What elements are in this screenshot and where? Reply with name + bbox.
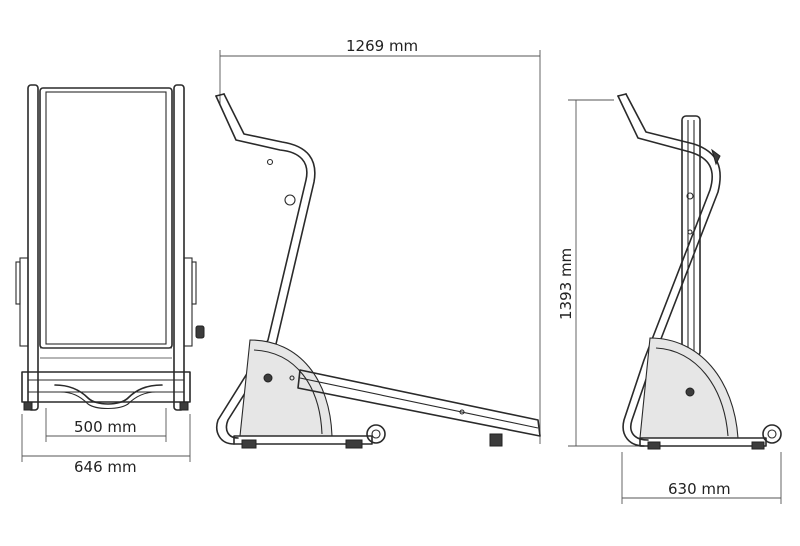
- overall-width-label: 646 mm: [74, 458, 137, 476]
- overall-height-label: 1393 mm: [557, 248, 575, 320]
- folded-depth-label: 630 mm: [668, 480, 731, 498]
- overall-length-label: 1269 mm: [346, 37, 418, 55]
- front-view: 500 mm 646 mm: [15, 84, 205, 476]
- folded-side-view: 1393 mm 630 mm: [557, 93, 782, 504]
- belt-width-label: 500 mm: [74, 418, 137, 436]
- side-view: 1269 mm: [215, 37, 541, 449]
